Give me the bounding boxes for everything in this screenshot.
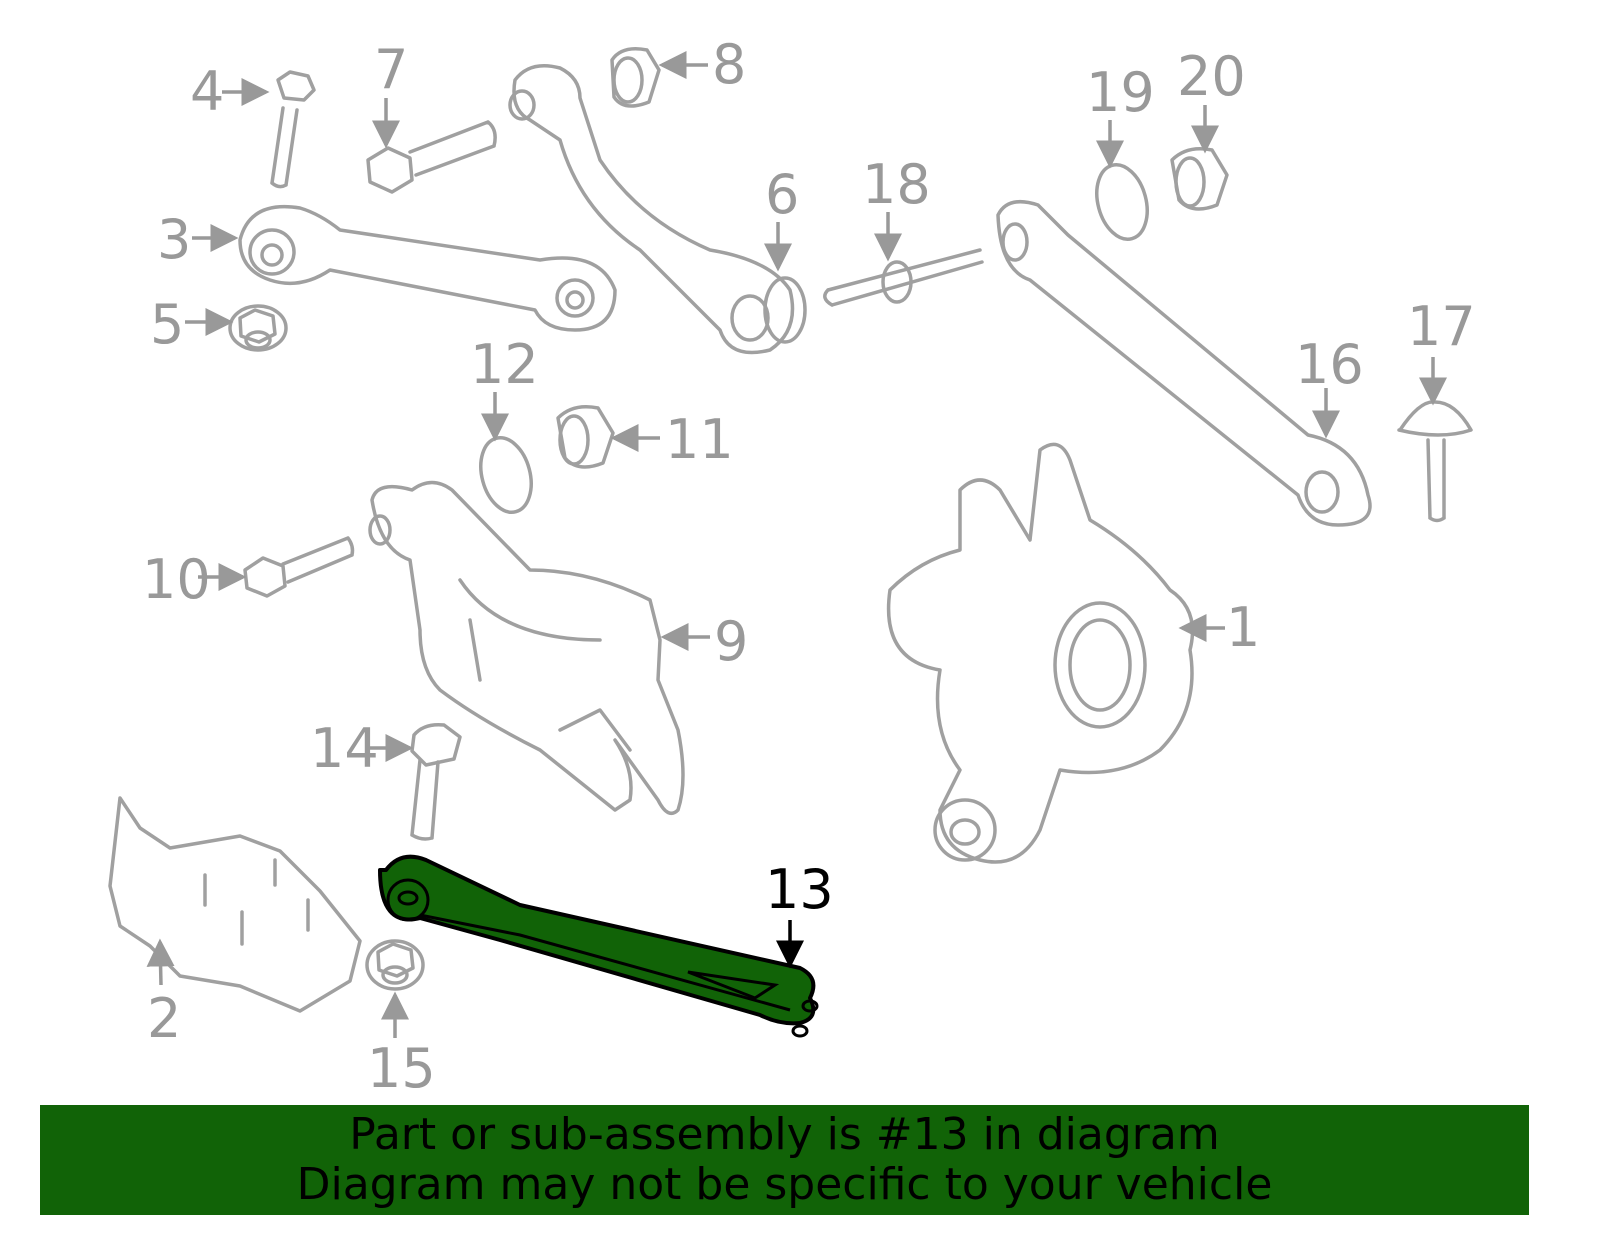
part-17-bolt[interactable] [1397,400,1473,523]
callout-18[interactable]: 18 [862,153,931,216]
banner-line-1: Part or sub-assembly is #13 in diagram [349,1109,1220,1160]
callout-9[interactable]: 9 [714,610,748,673]
callout-10[interactable]: 10 [142,548,211,611]
part-1-knuckle[interactable] [886,442,1195,864]
part-3-control-arm[interactable] [238,204,617,332]
callout-arrows [146,51,1447,1038]
callout-5[interactable]: 5 [150,293,184,356]
part-6-control-arm[interactable] [508,64,807,355]
part-2-heat-shield[interactable] [108,796,362,1013]
callout-8[interactable]: 8 [712,33,746,96]
callout-19[interactable]: 19 [1086,61,1155,124]
callout-1[interactable]: 1 [1226,596,1260,659]
part-13-control-arm[interactable] [378,854,819,1038]
callout-2[interactable]: 2 [147,987,181,1050]
part-10-bolt[interactable] [243,536,355,598]
info-banner: Part or sub-assembly is #13 in diagram D… [40,1105,1529,1215]
part-9-trailing-arm[interactable] [368,480,685,816]
callout-16[interactable]: 16 [1295,333,1364,396]
callout-20[interactable]: 20 [1177,45,1246,108]
part-16-control-arm[interactable] [996,199,1372,527]
part-20-bushing[interactable] [1170,147,1229,211]
callout-3[interactable]: 3 [157,208,191,271]
callout-12[interactable]: 12 [470,333,539,396]
banner-line-2: Diagram may not be specific to your vehi… [296,1159,1273,1210]
callout-7[interactable]: 7 [374,38,408,101]
callout-4[interactable]: 4 [190,60,224,123]
callout-13[interactable]: 13 [765,858,834,921]
part-19-washer[interactable] [1089,159,1155,245]
part-4-bolt[interactable] [270,70,316,189]
part-15-nut[interactable] [365,939,425,991]
part-18-pin[interactable] [823,248,984,307]
callout-14[interactable]: 14 [310,717,379,780]
callout-11[interactable]: 11 [665,408,734,471]
callout-17[interactable]: 17 [1407,295,1476,358]
callout-6[interactable]: 6 [765,163,799,226]
part-5-nut[interactable] [228,304,288,352]
part-12-washer[interactable] [473,432,539,518]
part-11-bushing[interactable] [556,405,615,469]
callout-15[interactable]: 15 [367,1037,436,1100]
part-8-bushing[interactable] [610,47,661,108]
part-14-bolt[interactable] [410,722,462,841]
